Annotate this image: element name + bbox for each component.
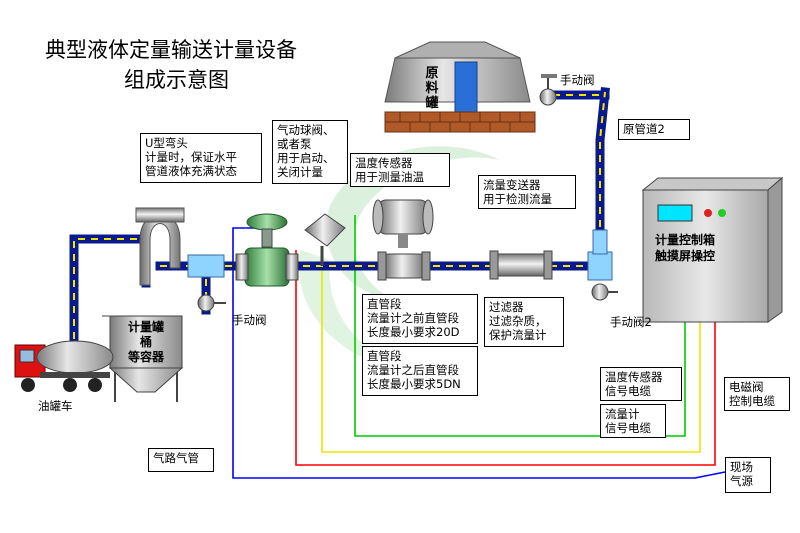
pneumatic-ball-valve <box>235 213 299 287</box>
tanker-truck-label: 油罐车 <box>38 399 73 413</box>
title-line-2: 组成示意图 <box>124 68 229 92</box>
filter-label: 过滤器 过滤杂质， 保护流量计 <box>484 297 564 347</box>
straight-after-label: 直管段 流量计之后直管段 长度最小要求5DN <box>362 346 478 396</box>
flow-cable-green <box>354 215 686 437</box>
manual-valve-right-label: 手动阀2 <box>610 315 652 329</box>
raw-pipe-label: 原管道2 <box>618 119 690 140</box>
control-cabinet <box>641 176 784 323</box>
flow-cable-label: 流量计 信号电缆 <box>600 404 666 438</box>
filter <box>489 250 553 280</box>
temp-cable-label: 温度传感器 信号电缆 <box>600 367 682 401</box>
signal-wires <box>232 215 726 479</box>
temperature-sensor <box>304 213 346 266</box>
air-line-blue <box>232 227 726 479</box>
flow-transmitter <box>372 199 434 248</box>
raw-material-tank <box>384 41 536 133</box>
temp-cable-yellow <box>321 255 701 453</box>
temp-sensor-label: 温度传感器 用于测量油温 <box>350 153 450 187</box>
title-line-1: 典型液体定量输送计量设备 <box>45 38 297 62</box>
control-box-label: 计量控制箱 触摸屏操控 <box>655 233 716 263</box>
solenoid-cable-red <box>295 250 716 466</box>
u-bend-label: U型弯头 计量时，保证水平 管道液体充满状态 <box>140 133 262 183</box>
manual-valve-top-label: 手动阀 <box>560 73 595 87</box>
u-bend-pipe <box>135 207 185 286</box>
ball-valve-label: 气动球阀、 或者泵 用于启动、 关闭计量 <box>272 120 348 184</box>
air-pipe-label: 气路气管 <box>148 448 214 472</box>
tanker-truck <box>14 340 114 392</box>
metering-tank-label: 计量罐 桶 等容器 <box>127 320 164 364</box>
manual-valve-top-icon <box>539 74 557 106</box>
flow-transmitter-label: 流量变送器 用于检测流量 <box>478 175 576 209</box>
raw-tank-label: 原 料 罐 <box>425 66 439 111</box>
manual-valve-right-icon <box>591 283 618 301</box>
straight-before-label: 直管段 流量计之前直管段 长度最小要求20D <box>362 294 478 344</box>
metering-tank <box>102 315 184 402</box>
manual-valve-left-icon <box>197 294 226 312</box>
solenoid-cable-label: 电磁阀 控制电缆 <box>724 377 790 411</box>
flow-meter <box>377 251 431 281</box>
manual-valve-left-label: 手动阀 <box>232 313 267 327</box>
air-source-label: 现场 气源 <box>725 457 771 493</box>
